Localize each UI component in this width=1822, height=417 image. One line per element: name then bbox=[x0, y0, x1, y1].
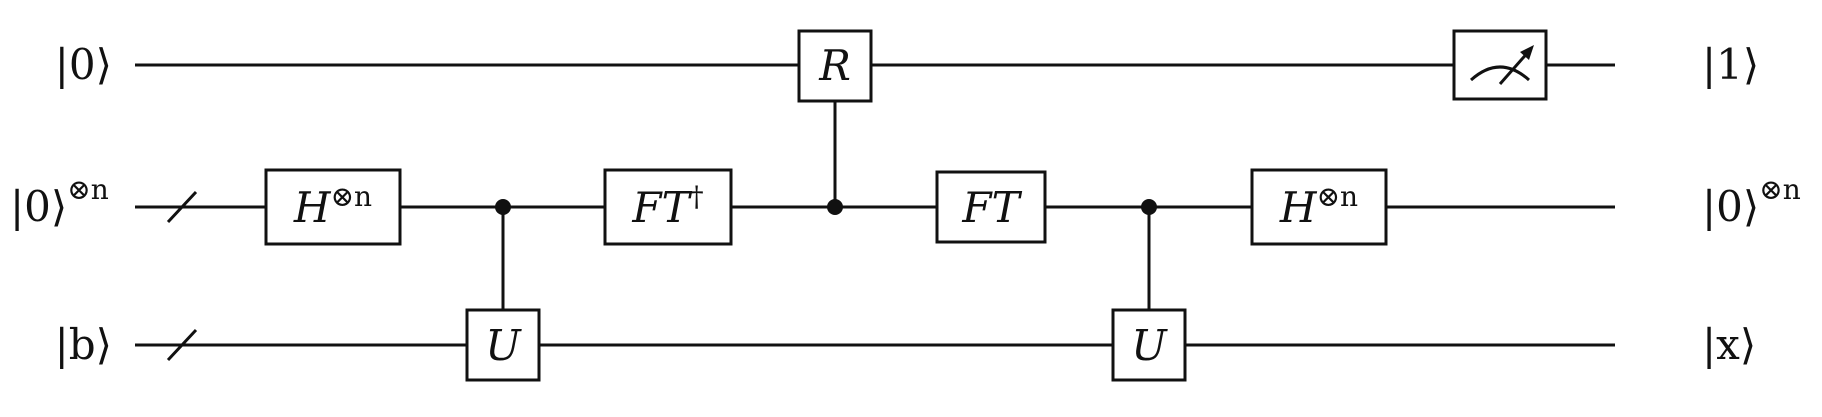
input-label-q0: |0⟩ bbox=[55, 40, 112, 89]
svg-text:FT†: FT† bbox=[631, 180, 703, 232]
output-label-q1: |0⟩⊗n bbox=[1702, 173, 1801, 231]
output-label-q0: |1⟩ bbox=[1702, 40, 1759, 89]
control-dot-u2 bbox=[1141, 199, 1157, 215]
gate-r: R bbox=[797, 29, 873, 103]
svg-text:FT: FT bbox=[961, 183, 1022, 232]
input-label-q1-exp: ⊗n bbox=[67, 173, 109, 206]
output-label-q1-exp: ⊗n bbox=[1759, 173, 1801, 206]
gate-u-1: U bbox=[465, 308, 541, 382]
gate-u-2: U bbox=[1111, 308, 1187, 382]
control-dot-r bbox=[827, 199, 843, 215]
svg-text:U: U bbox=[485, 321, 522, 370]
svg-text:U: U bbox=[1131, 321, 1168, 370]
input-label-q1-ket: |0⟩ bbox=[10, 182, 67, 231]
gate-ft-dagger: FT† bbox=[603, 168, 733, 246]
control-dot-u1 bbox=[495, 199, 511, 215]
svg-text:H⊗n: H⊗n bbox=[1279, 180, 1358, 232]
bundle-slash-bottom bbox=[166, 328, 198, 362]
svg-text:H⊗n: H⊗n bbox=[293, 180, 372, 232]
svg-text:R: R bbox=[818, 41, 851, 90]
output-label-q1-ket: |0⟩ bbox=[1702, 182, 1759, 231]
measurement-meter-icon bbox=[1452, 29, 1548, 101]
gate-hadamard-2: H⊗n bbox=[1250, 168, 1388, 246]
input-label-q1: |0⟩⊗n bbox=[10, 173, 109, 231]
output-label-q2: |x⟩ bbox=[1702, 320, 1756, 369]
gate-hadamard-1: H⊗n bbox=[264, 168, 402, 246]
gate-ft: FT bbox=[935, 170, 1047, 244]
bundle-slash-middle bbox=[166, 190, 198, 224]
input-label-q2: |b⟩ bbox=[55, 320, 112, 369]
